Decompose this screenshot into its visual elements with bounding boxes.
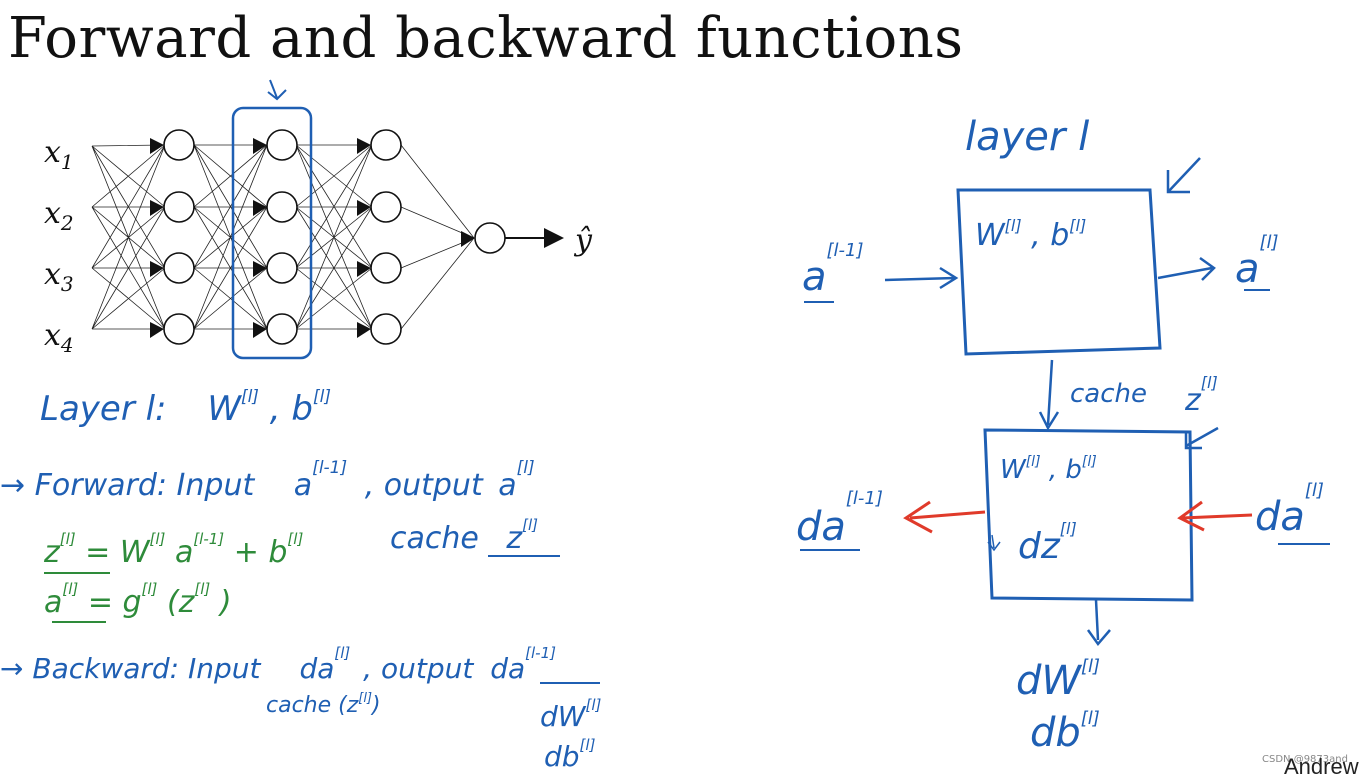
diagram-da-out: da[l-1] bbox=[796, 488, 883, 550]
note-eq-z: z[l] = W[l] a[l-1] + b[l] bbox=[43, 517, 303, 570]
cache-down-arrow bbox=[1038, 359, 1060, 431]
backward-box-params: W[l] , b[l] bbox=[1000, 443, 1097, 485]
block-diagram: layer l W[l] , b[l] a[l-1] a[l] cache z[… bbox=[796, 114, 1330, 756]
neuron-arrowheads bbox=[150, 138, 475, 338]
note-dw: dW[l] bbox=[540, 696, 601, 733]
grad-down-arrow bbox=[1086, 599, 1111, 647]
note-equations-green: z[l] = W[l] a[l-1] + b[l] a[l] = g[l] (z… bbox=[43, 517, 303, 623]
diagram-input-a: a[l-1] bbox=[802, 240, 864, 300]
diagram-db: db[l] bbox=[1030, 708, 1100, 756]
note-layer-line: Layer l: W[l] , b[l] bbox=[40, 371, 331, 429]
forward-box-params: W[l] , b[l] bbox=[975, 204, 1086, 253]
diagram-cache-z: z[l] bbox=[1184, 373, 1218, 418]
note-cache-z2: cache (z[l]) bbox=[266, 691, 381, 718]
diagram-output-arrow bbox=[1157, 256, 1216, 281]
diagram-layer-label: layer l bbox=[965, 114, 1089, 160]
layer-pointer-arrow bbox=[267, 79, 287, 101]
slide-title: Forward and backward functions bbox=[8, 6, 964, 71]
da-out-arrow bbox=[903, 500, 986, 534]
author-name: Andrew Ng bbox=[1284, 754, 1361, 779]
note-forward-line: → Forward: Input a[l-1] , output a[l] bbox=[0, 446, 535, 503]
input-x2: x2 bbox=[44, 196, 74, 235]
input-x1: x1 bbox=[44, 135, 74, 174]
backward-box bbox=[983, 428, 1194, 602]
input-x3: x3 bbox=[44, 257, 74, 296]
watermark: CSDN @9873and bbox=[1262, 754, 1348, 765]
note-eq-a: a[l] = g[l] (z[l] ) bbox=[44, 567, 232, 620]
da-in-arrow bbox=[1177, 500, 1253, 532]
input-x4: x4 bbox=[44, 318, 74, 357]
forward-box bbox=[956, 188, 1162, 356]
output-yhat: ŷ bbox=[573, 223, 593, 258]
notes: Layer l: W[l] , b[l] → Forward: Input a[… bbox=[0, 371, 601, 773]
note-cache-z: cache z[l] bbox=[390, 516, 538, 556]
diagram-pointer-arrow-top bbox=[1166, 157, 1201, 194]
neural-network: x1 x2 x3 x4 ŷ bbox=[44, 79, 593, 360]
note-db: db[l] bbox=[544, 736, 596, 773]
layer-highlight bbox=[231, 106, 313, 360]
diagram-output-a: a[l] bbox=[1235, 232, 1279, 292]
network-connections bbox=[91, 144, 475, 330]
diagram-cache-label: cache bbox=[1070, 379, 1147, 409]
diagram-da-in: da[l] bbox=[1255, 480, 1324, 540]
note-backward-line: → Backward: Input da[l] , output da[l-1] bbox=[0, 632, 556, 685]
backward-box-dz: dz[l] bbox=[1018, 519, 1077, 567]
diagram-dw: dW[l] bbox=[1016, 656, 1100, 704]
diagram-input-arrow bbox=[884, 266, 959, 290]
